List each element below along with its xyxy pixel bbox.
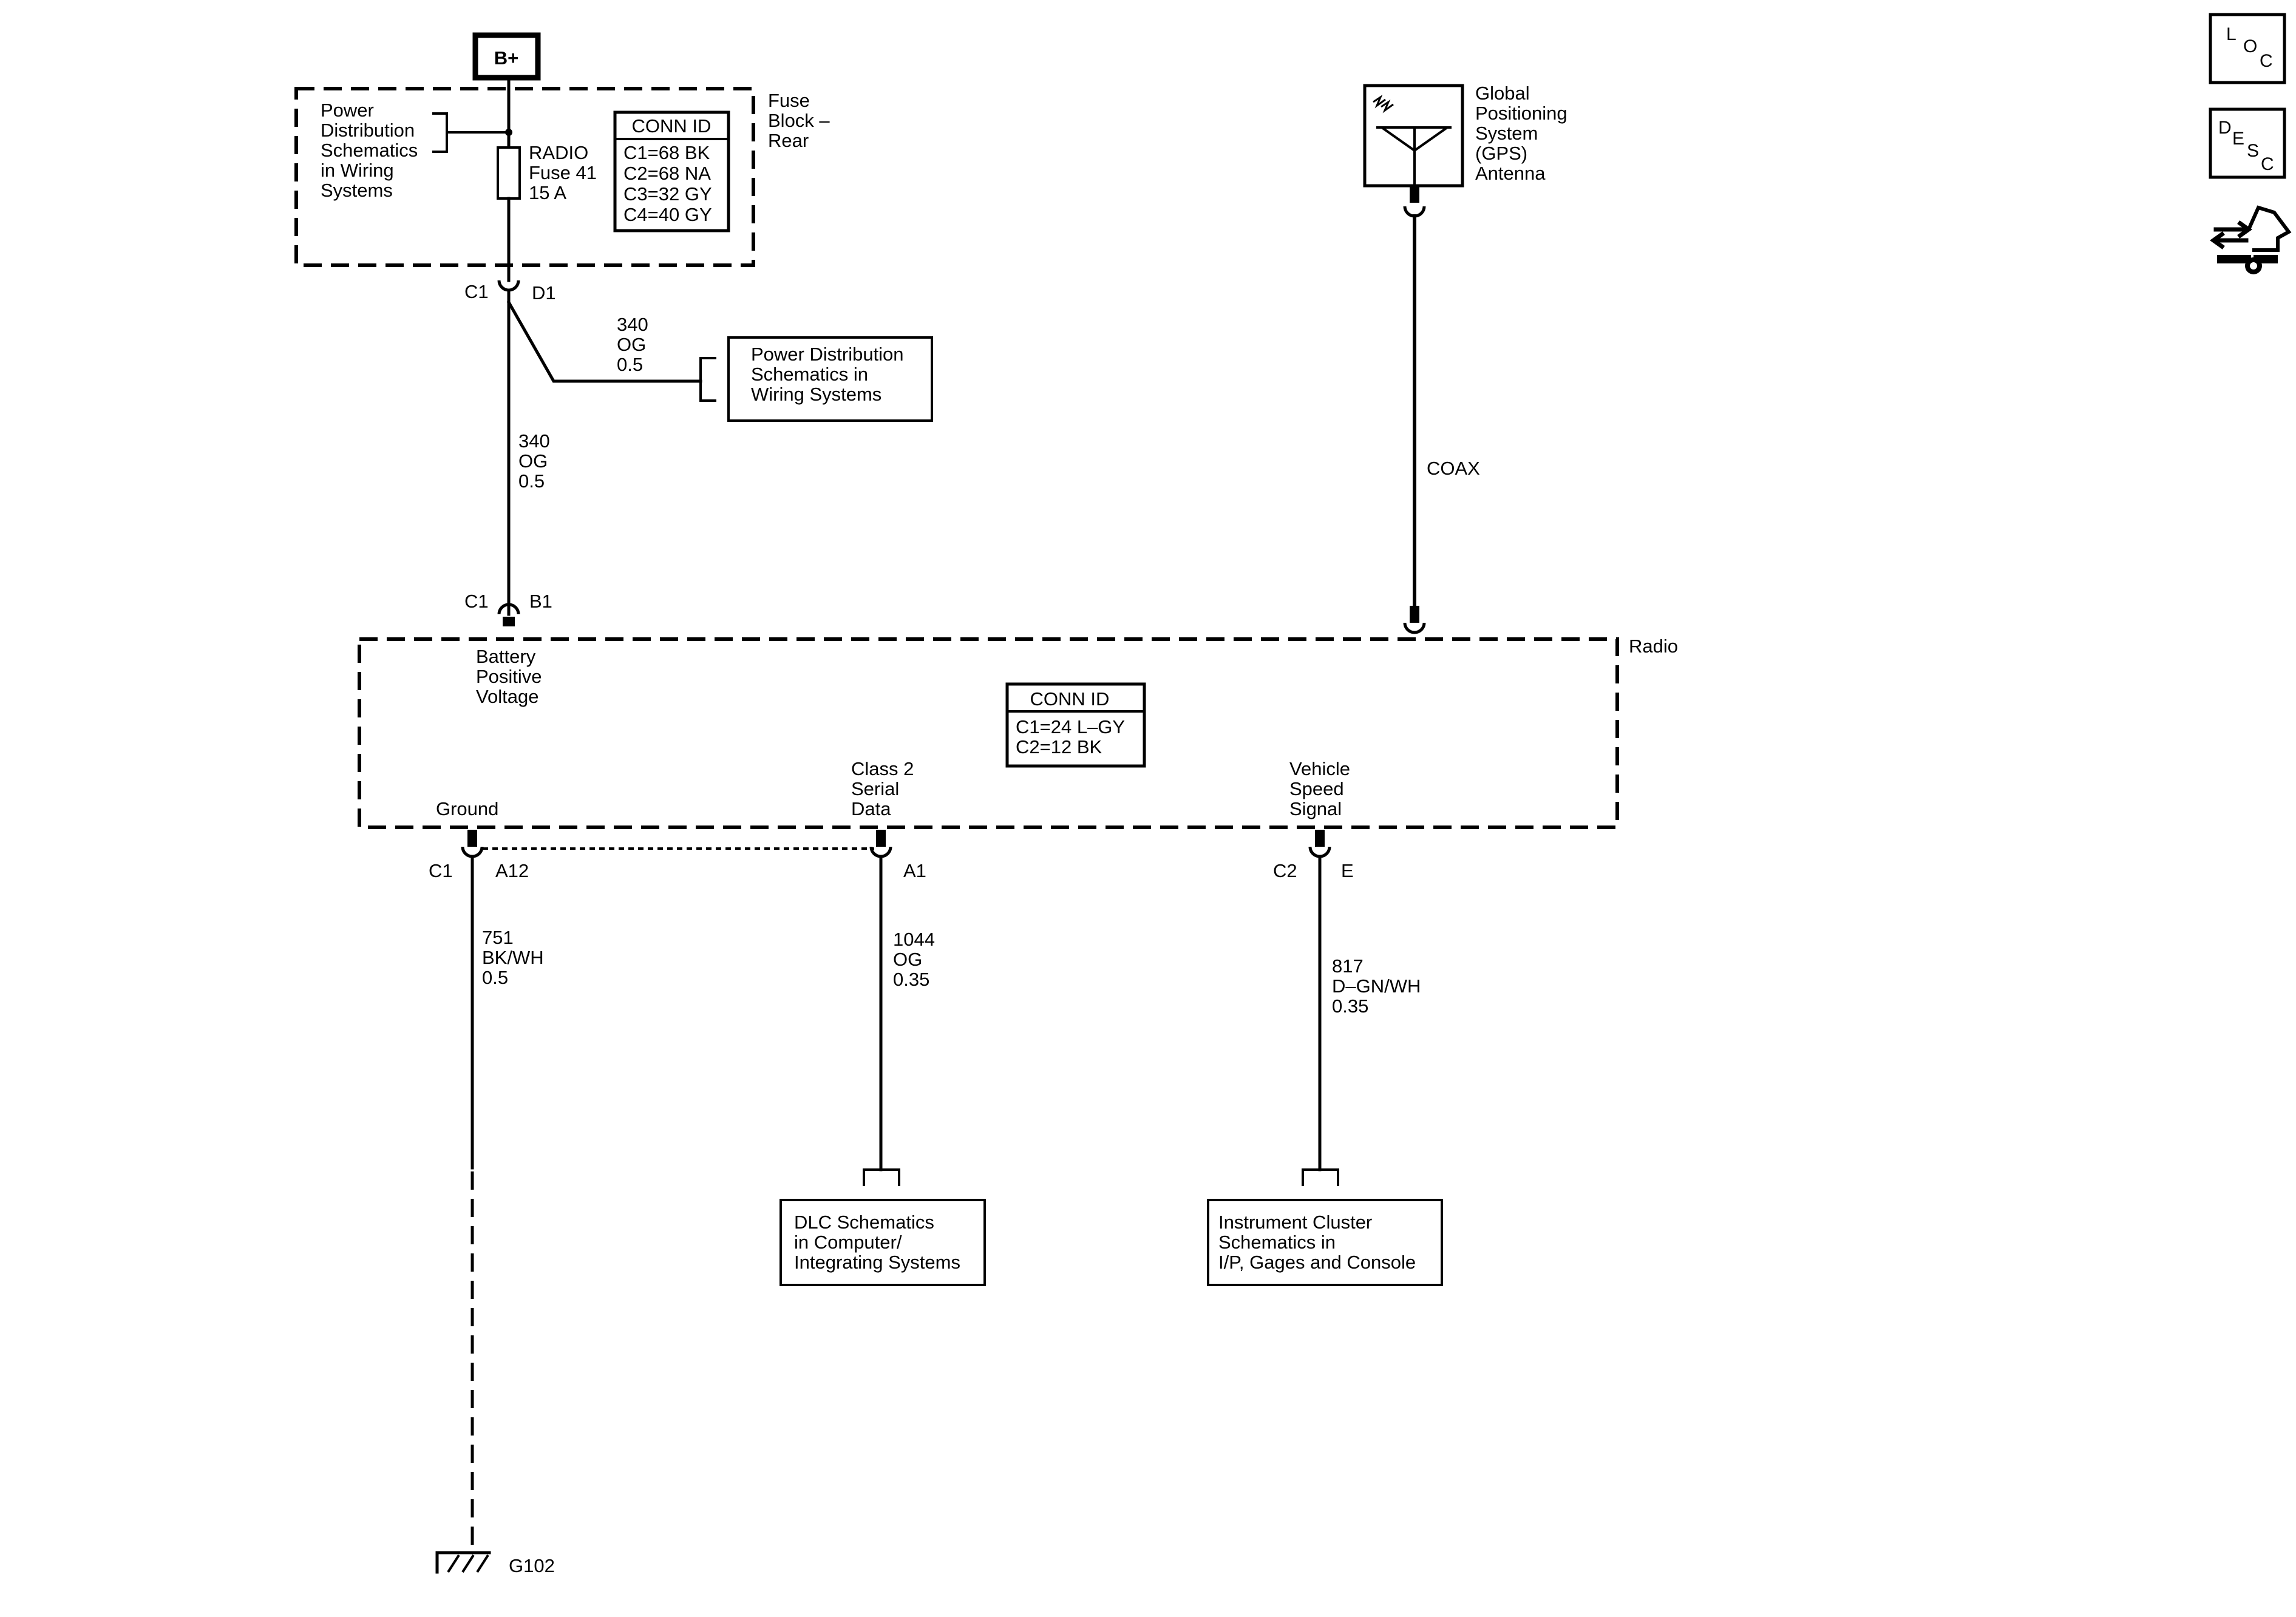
battery-positive-voltage-label: Battery Positive Voltage	[476, 646, 547, 707]
conn-id-title: CONN ID	[632, 115, 712, 137]
radio-power-wire-spec: 340 OG 0.5	[518, 430, 555, 492]
ground-wire-spec: 751 BK/WH 0.5	[482, 927, 549, 988]
ground-symbol-icon	[435, 1551, 491, 1574]
connector-c1-d1: C1 D1	[464, 280, 556, 303]
ground-pin-label: Ground	[436, 798, 498, 819]
b-plus-label: B+	[494, 47, 519, 69]
connector-end-view-icon[interactable]	[2209, 205, 2292, 274]
desc-letter-c: C	[2261, 154, 2274, 174]
gps-antenna-label: Global Positioning System (GPS) Antenna	[1475, 83, 1572, 184]
power-distribution-reference-link[interactable]: Power Distribution Schematics in Wiring …	[727, 336, 933, 422]
ground-conn-label: C1	[429, 860, 453, 881]
coax-label: COAX	[1427, 458, 1480, 479]
power-distribution-reference-top[interactable]: Power Distribution Schematics in Wiring …	[321, 100, 512, 201]
power-branch-wire	[506, 300, 702, 383]
gps-coax-plug	[1410, 606, 1419, 623]
vss-pin-e-label: E	[1341, 860, 1354, 881]
power-distribution-reference-text: Power Distribution Schematics in Wiring …	[321, 100, 423, 201]
dlc-schematics-link[interactable]: DLC Schematics in Computer/ Integrating …	[779, 1199, 986, 1286]
desc-letter-e: E	[2232, 129, 2244, 149]
desc-letter-s: S	[2247, 141, 2259, 161]
pin-c1-radio-label: C1	[464, 591, 489, 612]
b-plus-terminal: B+	[472, 32, 541, 81]
branch-wire-spec: 340 OG 0.5	[617, 314, 653, 375]
connector-c1-b1: C1 B1	[464, 591, 552, 626]
radio-module-outline	[358, 637, 1619, 829]
class2-serial-data-label: Class 2 Serial Data	[851, 758, 919, 819]
fuse-block-label: Fuse Block – Rear	[768, 90, 835, 151]
connector-c2-e: C2 E	[1273, 830, 1354, 881]
power-distribution-link-text: Power Distribution Schematics in Wiring …	[751, 344, 909, 405]
vss-wire-spec: 817 D–GN/WH 0.35	[1332, 955, 1426, 1017]
desc-button[interactable]: D E S C	[2209, 107, 2286, 179]
loc-letter-l: L	[2226, 24, 2237, 44]
radio-conn-id-title: CONN ID	[1030, 688, 1110, 710]
fuse-block-conn-id-table: CONN ID C1=68 BK C2=68 NA C3=32 GY C4=40…	[613, 110, 730, 232]
class2-wire-spec: 1044 OG 0.35	[893, 929, 940, 990]
branch-reference-bracket	[699, 357, 716, 402]
instrument-cluster-schematics-link[interactable]: Instrument Cluster Schematics in I/P, Ga…	[1207, 1199, 1443, 1286]
ground-pin-a12-label: A12	[495, 860, 529, 881]
connector-c1-a12: C1 A12	[429, 830, 529, 881]
radio-conn-id-table: CONN ID C1=24 L–GY C2=12 BK	[1005, 682, 1146, 768]
desc-letter-d: D	[2218, 118, 2232, 138]
pin-d1-label: D1	[532, 282, 556, 303]
vss-conn-label: C2	[1273, 860, 1297, 881]
vehicle-speed-signal-label: Vehicle Speed Signal	[1289, 758, 1356, 819]
gps-antenna	[1363, 84, 1464, 203]
vss-reference-bracket	[1302, 1168, 1339, 1186]
loc-letter-o: O	[2243, 36, 2257, 56]
loc-letter-c: C	[2260, 51, 2273, 71]
pin-c1-label: C1	[464, 281, 489, 302]
fuse-block-rear-outline	[294, 87, 755, 267]
dlc-schematics-link-text: DLC Schematics in Computer/ Integrating …	[794, 1212, 960, 1273]
radio-conn-id-rows: C1=24 L–GY C2=12 BK	[1016, 716, 1130, 758]
fuse-label: RADIO Fuse 41 15 A	[529, 142, 602, 203]
pin-b1-label: B1	[529, 591, 552, 612]
connector-a1: A1	[869, 830, 926, 881]
instrument-cluster-link-text: Instrument Cluster Schematics in I/P, Ga…	[1218, 1212, 1416, 1273]
conn-id-rows: C1=68 BK C2=68 NA C3=32 GY C4=40 GY	[623, 142, 717, 225]
satellite-signal-icon	[1373, 94, 1394, 114]
gps-connector-radio	[1403, 622, 1426, 634]
class2-pin-a1-label: A1	[903, 860, 926, 881]
ground-g102-label: G102	[509, 1555, 555, 1576]
loc-button[interactable]: L O C	[2209, 13, 2286, 84]
class2-reference-bracket	[863, 1168, 900, 1186]
radio-label: Radio	[1629, 636, 1678, 657]
radio-fuse-41	[497, 146, 521, 200]
